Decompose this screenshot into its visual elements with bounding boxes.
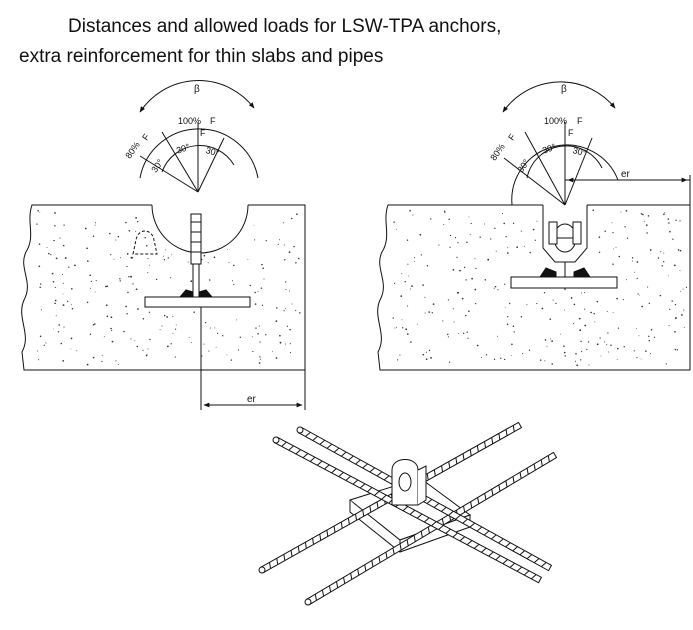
right-labels: β 100% F F 80% F 30° 30° 30° er (488, 84, 630, 180)
title-line-2: extra reinforcement for thin slabs and p… (19, 46, 384, 67)
left-pct80: 80% (123, 140, 142, 160)
left-beta-arc (139, 80, 255, 113)
left-anchor-head (190, 213, 202, 265)
left-arch-symbol (132, 230, 158, 255)
left-beta: β (194, 84, 200, 95)
left-f-left: F (140, 132, 152, 143)
right-pct100: 100% (544, 116, 567, 126)
left-anchor-plate (144, 296, 251, 308)
title-line-1: Distances and allowed loads for LSW-TPA … (68, 16, 502, 37)
left-stipple (36, 210, 301, 366)
right-anchor-plate (510, 276, 618, 289)
right-angle-2: 30° (541, 142, 558, 156)
right-er: er (621, 169, 631, 180)
left-f-mid: F (200, 128, 206, 138)
left-f-top: F (210, 116, 216, 126)
reinforcement-drawing (258, 421, 558, 606)
right-load-arc (511, 144, 619, 206)
right-f-top: F (577, 116, 583, 126)
right-stipple (392, 209, 688, 367)
left-angle-1: 30° (149, 157, 165, 174)
right-f-mid: F (568, 128, 574, 138)
right-f-left: F (506, 132, 518, 143)
left-angle-3: 30° (205, 145, 221, 158)
right-beta-arc (502, 81, 616, 113)
left-pct100: 100% (178, 116, 201, 126)
right-beta: β (561, 84, 567, 95)
right-pct80: 80% (488, 142, 507, 162)
left-load-arc (139, 128, 259, 179)
right-angle-3: 30° (572, 145, 588, 158)
left-er: er (247, 394, 257, 405)
left-slab (21, 204, 306, 371)
left-anchor-diagram (21, 80, 306, 410)
right-anchor-diagram (377, 81, 691, 371)
left-angle-2: 30° (175, 142, 192, 156)
